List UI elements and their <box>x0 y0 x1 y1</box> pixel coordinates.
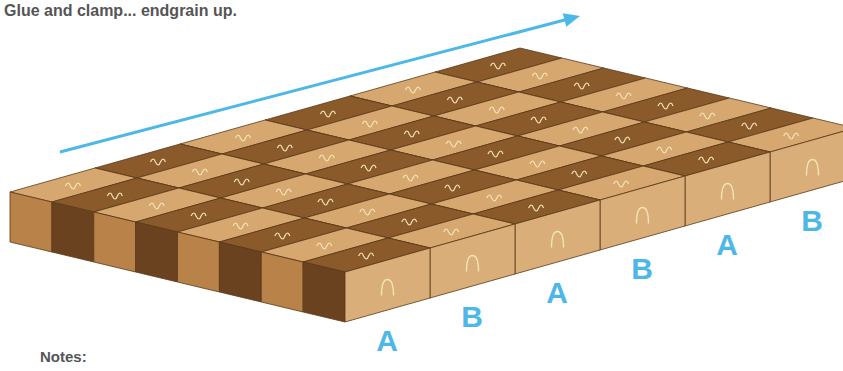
glue-mark <box>360 209 375 215</box>
row-letter: B <box>631 254 653 284</box>
block-front <box>303 262 345 322</box>
glue-mark <box>614 181 629 187</box>
block-end <box>770 128 843 202</box>
glue-mark <box>361 165 376 171</box>
row-letter: B <box>461 302 483 332</box>
block-end <box>600 176 685 250</box>
glue-mark <box>531 117 546 123</box>
block-end <box>515 200 600 274</box>
endgrain-mark <box>552 232 564 248</box>
glue-mark <box>233 223 248 229</box>
glue-mark <box>489 107 504 113</box>
glue-mark <box>742 123 757 129</box>
endgrain-mark <box>807 160 819 176</box>
notes-label: Notes: <box>40 348 87 365</box>
glue-mark <box>447 97 462 103</box>
glue-mark <box>107 193 122 199</box>
glue-mark <box>530 161 545 167</box>
glue-mark <box>487 195 502 201</box>
glue-mark <box>317 243 332 249</box>
block-rows <box>10 48 843 322</box>
glue-mark <box>572 171 587 177</box>
glue-mark <box>444 229 459 235</box>
block-front <box>136 222 178 282</box>
glue-mark <box>319 155 334 161</box>
row-letter: B <box>801 206 823 236</box>
glue-mark <box>445 185 460 191</box>
glue-mark <box>657 147 672 153</box>
glue-mark <box>65 183 80 189</box>
glue-mark <box>404 131 419 137</box>
glue-mark <box>573 127 588 133</box>
glue-mark <box>149 203 164 209</box>
glue-mark <box>529 205 544 211</box>
block-row <box>10 168 430 322</box>
glue-mark <box>574 83 589 89</box>
glue-mark <box>658 103 673 109</box>
block-front <box>261 252 303 312</box>
block-end <box>430 224 515 298</box>
glue-mark <box>615 137 630 143</box>
glue-mark <box>320 111 335 117</box>
glue-mark <box>150 159 165 165</box>
glue-mark <box>784 133 799 139</box>
glue-mark <box>699 157 714 163</box>
block-end <box>345 248 430 322</box>
block-front <box>219 242 261 302</box>
endgrain-mark <box>637 208 649 224</box>
arrow-line <box>60 19 568 152</box>
glue-mark <box>277 145 292 151</box>
glue-mark <box>192 169 207 175</box>
glue-mark <box>446 141 461 147</box>
block-front <box>94 212 136 272</box>
glue-mark <box>234 179 249 185</box>
row-letter: A <box>716 230 738 260</box>
glue-mark <box>276 189 291 195</box>
glue-mark <box>700 113 715 119</box>
glue-mark <box>359 253 374 259</box>
endgrain-mark <box>467 256 479 272</box>
glue-mark <box>318 199 333 205</box>
glue-mark <box>616 93 631 99</box>
instruction-heading: Glue and clamp... endgrain up. <box>4 2 237 20</box>
endgrain-mark <box>722 184 734 200</box>
row-letter: A <box>376 326 398 356</box>
glue-mark <box>275 233 290 239</box>
row-letter: A <box>546 278 568 308</box>
block-end <box>685 152 770 226</box>
block-front <box>178 232 220 292</box>
arrow-head <box>563 13 580 26</box>
glue-mark <box>403 175 418 181</box>
block-front <box>52 202 94 262</box>
glue-mark <box>532 73 547 79</box>
glue-mark <box>235 135 250 141</box>
glue-mark <box>362 121 377 127</box>
glue-mark <box>402 219 417 225</box>
glue-mark <box>488 151 503 157</box>
glue-mark <box>490 63 505 69</box>
glue-mark <box>405 87 420 93</box>
endgrain-mark <box>382 280 394 296</box>
glue-mark <box>191 213 206 219</box>
block-front <box>10 192 52 252</box>
direction-arrow <box>60 13 580 152</box>
